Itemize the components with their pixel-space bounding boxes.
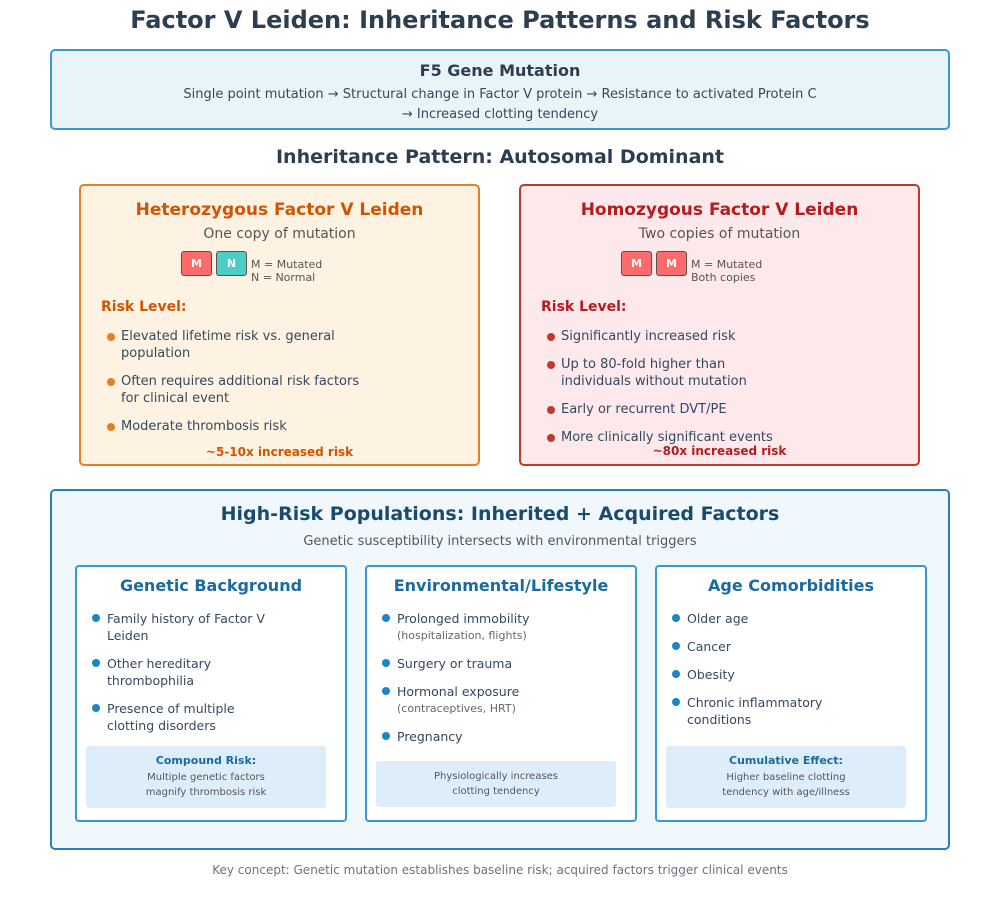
note-title: Cumulative Effect: bbox=[729, 754, 843, 767]
note-text: magnify thrombosis risk bbox=[145, 787, 267, 798]
risk-item: Significantly increased risk bbox=[547, 328, 827, 345]
list-item: Hormonal exposure(contraceptives, HRT) bbox=[382, 683, 612, 717]
risk-item: Up to 80-fold higher than individuals wi… bbox=[547, 356, 777, 390]
list-item: Older age bbox=[672, 610, 872, 627]
list-item: Other hereditary thrombophilia bbox=[92, 655, 282, 689]
bullet-icon bbox=[672, 614, 680, 622]
bullet-icon bbox=[382, 732, 390, 740]
bullet-icon bbox=[672, 670, 680, 678]
bullet-icon bbox=[547, 434, 555, 442]
gene-mutation-pathway: Single point mutation → Structural chang… bbox=[183, 87, 817, 102]
gene-mutation-outcome: → Increased clotting tendency bbox=[401, 107, 599, 122]
list-item: Obesity bbox=[672, 666, 872, 683]
populations-title: High-Risk Populations: Inherited + Acqui… bbox=[220, 503, 780, 525]
note-title: Compound Risk: bbox=[155, 754, 257, 767]
inheritance-heading: Inheritance Pattern: Autosomal Dominant bbox=[275, 146, 725, 168]
legend-mutated: M = Mutated bbox=[691, 258, 763, 271]
risk-item: Often requires additional risk factors f… bbox=[107, 373, 367, 407]
risk-item: Early or recurrent DVT/PE bbox=[547, 401, 827, 418]
key-concept-footer: Key concept: Genetic mutation establishe… bbox=[212, 863, 788, 877]
heterozygous-panel: Heterozygous Factor V Leiden One copy of… bbox=[79, 184, 480, 466]
bullet-icon bbox=[672, 698, 680, 706]
risk-list: Elevated lifetime risk vs. general popul… bbox=[107, 328, 367, 446]
note-text: Higher baseline clotting bbox=[726, 772, 846, 783]
homozygous-subtitle: Two copies of mutation bbox=[638, 226, 801, 242]
risk-summary: ~80x increased risk bbox=[652, 444, 787, 458]
bullet-icon bbox=[107, 423, 115, 431]
allele-legend: M = Mutated N = Normal bbox=[251, 258, 322, 284]
bullet-icon bbox=[107, 378, 115, 386]
bullet-icon bbox=[547, 361, 555, 369]
page-title: Factor V Leiden: Inheritance Patterns an… bbox=[130, 6, 870, 34]
note-text: clotting tendency bbox=[452, 786, 540, 797]
allele-legend: M = Mutated Both copies bbox=[691, 258, 762, 284]
card-title: Age Comorbidities bbox=[708, 576, 874, 595]
homozygous-panel: Homozygous Factor V Leiden Two copies of… bbox=[519, 184, 920, 466]
note-text: tendency with age/illness bbox=[722, 787, 850, 798]
risk-summary: ~5-10x increased risk bbox=[205, 445, 354, 459]
bullet-icon bbox=[382, 687, 390, 695]
allele-normal: N bbox=[216, 251, 247, 276]
risk-item: Elevated lifetime risk vs. general popul… bbox=[107, 328, 357, 362]
bullet-icon bbox=[107, 333, 115, 341]
risk-item: Moderate thrombosis risk bbox=[107, 418, 367, 435]
card-title: Environmental/Lifestyle bbox=[393, 576, 609, 595]
list-item: Presence of multiple clotting disorders bbox=[92, 700, 282, 734]
allele-mutated: M bbox=[621, 251, 652, 276]
heterozygous-subtitle: One copy of mutation bbox=[203, 226, 356, 242]
risk-list: Significantly increased risk Up to 80-fo… bbox=[547, 328, 827, 457]
bullet-icon bbox=[382, 659, 390, 667]
bullet-icon bbox=[547, 406, 555, 414]
cumulative-effect-note: Cumulative Effect: Higher baseline clott… bbox=[666, 746, 906, 808]
note-text: Multiple genetic factors bbox=[147, 772, 265, 783]
factor-list: Family history of Factor V Leiden Other … bbox=[92, 610, 282, 745]
legend-mutated: M = Mutated bbox=[251, 258, 323, 271]
card-title: Genetic Background bbox=[119, 576, 303, 595]
allele-mutated: M bbox=[656, 251, 687, 276]
bullet-icon bbox=[92, 704, 100, 712]
note-text: Physiologically increases bbox=[433, 771, 559, 782]
gene-mutation-title: F5 Gene Mutation bbox=[419, 61, 581, 80]
environmental-lifestyle-card: Environmental/Lifestyle Prolonged immobi… bbox=[365, 565, 637, 822]
list-item: Family history of Factor V Leiden bbox=[92, 610, 282, 644]
legend-both-copies: Both copies bbox=[691, 271, 756, 284]
list-item: Chronic inflammatory conditions bbox=[672, 694, 872, 728]
genetic-background-card: Genetic Background Family history of Fac… bbox=[75, 565, 347, 822]
list-item: Prolonged immobility(hospitalization, fl… bbox=[382, 610, 612, 644]
physiology-note: Physiologically increases clotting tende… bbox=[376, 761, 616, 807]
bullet-icon bbox=[672, 642, 680, 650]
heterozygous-title: Heterozygous Factor V Leiden bbox=[135, 200, 424, 220]
list-item: Surgery or trauma bbox=[382, 655, 612, 672]
allele-mutated: M bbox=[181, 251, 212, 276]
factor-list: Prolonged immobility(hospitalization, fl… bbox=[382, 610, 612, 756]
populations-subtitle: Genetic susceptibility intersects with e… bbox=[303, 534, 697, 549]
high-risk-populations-panel: High-Risk Populations: Inherited + Acqui… bbox=[50, 489, 950, 850]
bullet-icon bbox=[92, 614, 100, 622]
factor-list: Older age Cancer Obesity Chronic inflamm… bbox=[672, 610, 872, 739]
list-item: Pregnancy bbox=[382, 728, 612, 745]
compound-risk-note: Compound Risk: Multiple genetic factors … bbox=[86, 746, 326, 808]
risk-item: More clinically significant events bbox=[547, 429, 827, 446]
risk-level-label: Risk Level: bbox=[541, 299, 627, 315]
risk-level-label: Risk Level: bbox=[101, 299, 187, 315]
bullet-icon bbox=[382, 614, 390, 622]
homozygous-title: Homozygous Factor V Leiden bbox=[580, 200, 859, 220]
bullet-icon bbox=[547, 333, 555, 341]
list-item: Cancer bbox=[672, 638, 872, 655]
bullet-icon bbox=[92, 659, 100, 667]
age-comorbidities-card: Age Comorbidities Older age Cancer Obesi… bbox=[655, 565, 927, 822]
legend-normal: N = Normal bbox=[251, 271, 316, 284]
gene-mutation-box: F5 Gene Mutation Single point mutation →… bbox=[50, 49, 950, 130]
